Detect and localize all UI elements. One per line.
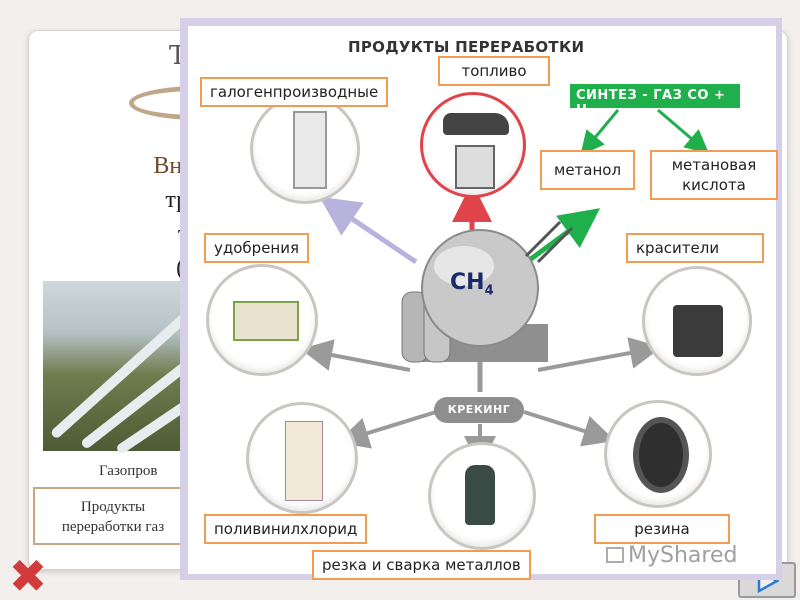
label-methanoic-acid: метановая кислота [650, 150, 778, 200]
arrow-to-acid [657, 108, 710, 154]
products-box-line: Продукты [80, 499, 146, 515]
welder-icon [465, 465, 495, 525]
label-methanol: метанол [540, 150, 636, 190]
car-icon [443, 113, 509, 135]
arrow-to-dyes [537, 337, 662, 372]
watermark-logo-icon [606, 547, 624, 563]
watermark-text: MyShared [628, 543, 738, 568]
label-rubber: резина [594, 514, 730, 544]
refrigerator-icon [293, 111, 327, 189]
label-halogen: галогенпроизводные [200, 77, 389, 107]
label-fuel: топливо [438, 56, 550, 86]
synthesis-subscript: 2 [587, 110, 595, 121]
products-box-line: переработки газ [61, 519, 165, 535]
wallpaper-roll-icon [285, 421, 323, 501]
acid-line-1: метановая [671, 156, 757, 174]
fertilizer-circle [206, 264, 318, 376]
diagram-title: ПРОДУКТЫ ПЕРЕРАБОТКИ [348, 38, 585, 56]
label-pvc: поливинилхлорид [204, 514, 368, 544]
tire-circle [604, 400, 712, 508]
formula-text: CH [450, 270, 485, 295]
label-fertilizers: удобрения [204, 233, 310, 263]
label-metal-cutting: резка и сварка металлов [312, 550, 531, 580]
fuel-circle [420, 92, 526, 198]
diagram-arrows [300, 108, 710, 468]
cracking-badge: КРЕКИНГ [434, 397, 524, 423]
arrow-to-halogen [319, 196, 418, 265]
pipeline-photo [43, 281, 237, 456]
pvc-circle [246, 402, 358, 514]
arrow-to-synthesis [522, 208, 601, 267]
diagram-canvas: ПРОДУКТЫ ПЕРЕРАБОТКИ CH4 СИНТЕЗ - ГАЗ CO… [188, 26, 778, 580]
welding-circle [428, 442, 536, 550]
watermark: MyShared [606, 543, 737, 568]
formula-subscript: 4 [484, 283, 494, 299]
arrow-to-fertilizers [300, 339, 411, 372]
arrow-to-pvc [336, 410, 437, 449]
stove-icon [455, 145, 495, 189]
arrow-to-methanol [580, 109, 620, 156]
arrow-to-rubber [523, 410, 616, 447]
fertilizer-box-icon [233, 301, 299, 341]
paint-bucket-icon [673, 305, 723, 357]
label-dyes: красители [626, 233, 764, 263]
refrigerator-circle [250, 94, 360, 204]
methane-formula: CH4 [450, 270, 494, 298]
methane-tank [401, 220, 574, 363]
photo-caption: Газопров [99, 463, 158, 479]
diagram-panel: ПРОДУКТЫ ПЕРЕРАБОТКИ CH4 СИНТЕЗ - ГАЗ CO… [180, 18, 782, 580]
tire-icon [633, 417, 689, 493]
acid-line-2: кислота [682, 176, 746, 194]
dyes-circle [642, 266, 752, 376]
synthesis-gas-banner: СИНТЕЗ - ГАЗ CO + H2 [570, 84, 740, 121]
synthesis-text: СИНТЕЗ - ГАЗ CO + H [576, 88, 726, 118]
close-x-icon[interactable]: ✖ [8, 549, 48, 600]
products-link-box[interactable]: Продукты переработки газ [33, 487, 193, 545]
